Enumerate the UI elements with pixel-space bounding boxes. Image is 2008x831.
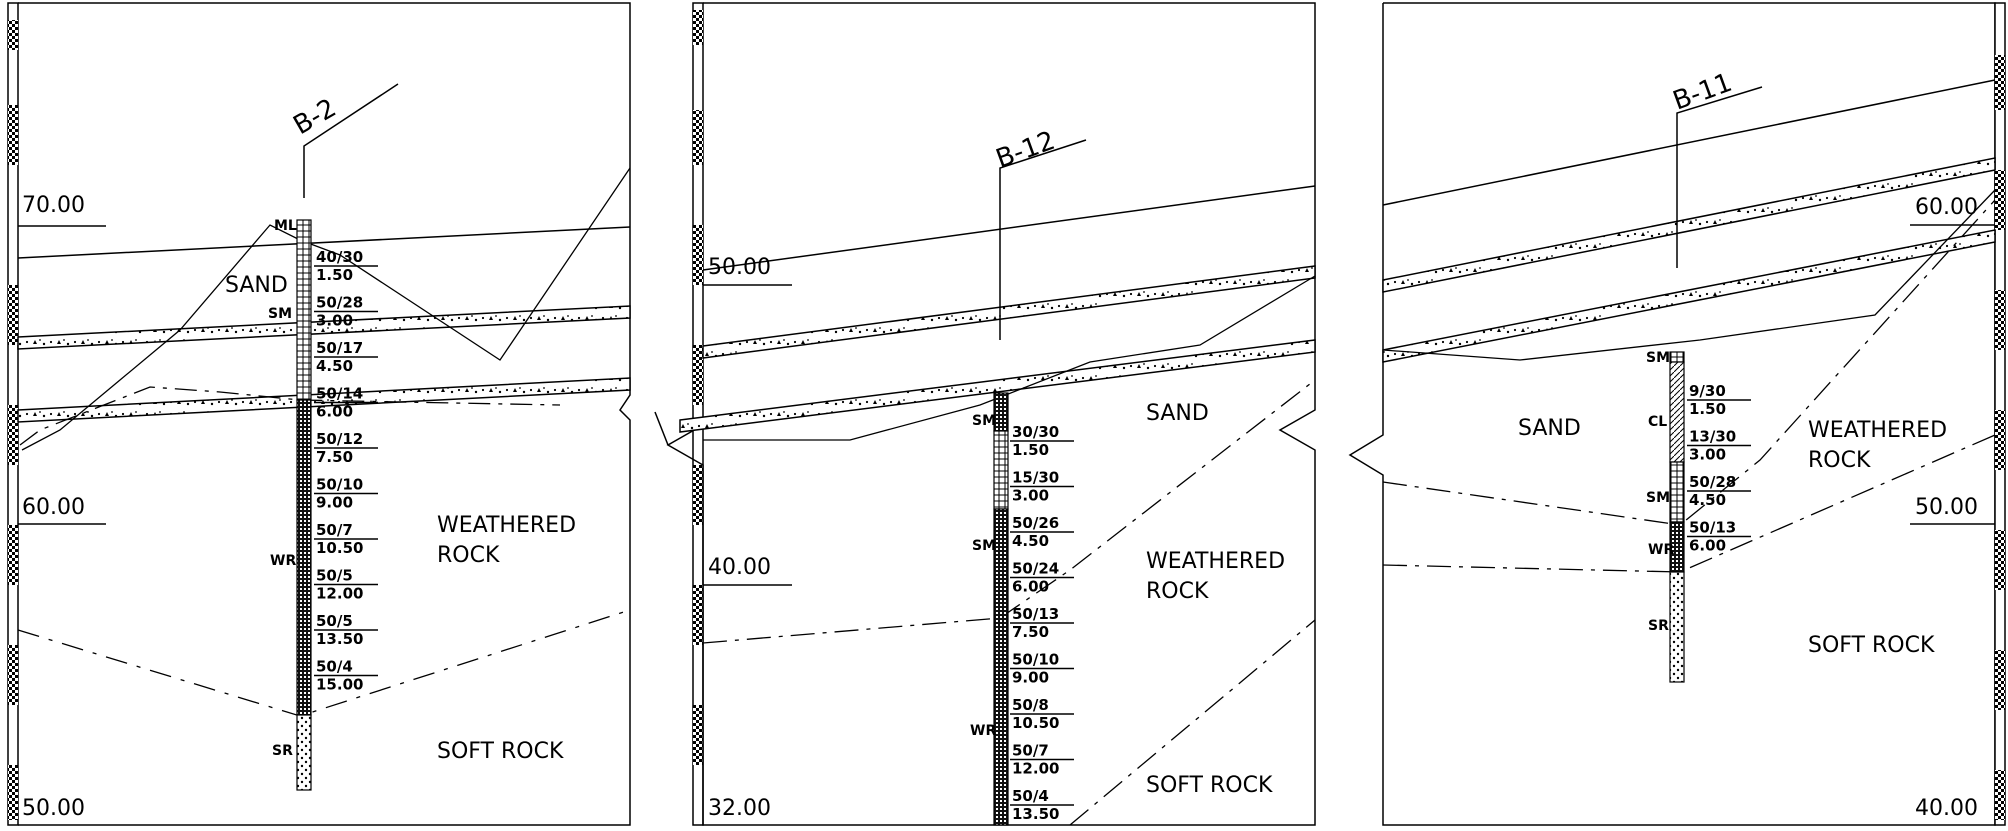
spt-depth: 15.00 bbox=[316, 676, 363, 694]
soil-code: SR bbox=[272, 743, 293, 759]
spt-depth: 1.50 bbox=[1689, 400, 1726, 418]
elevation-label: 32.00 bbox=[708, 796, 771, 821]
borehole-b2[interactable]: B-2 ML SM WR SR 40/301.50 50/283.00 50/174… bbox=[268, 83, 399, 791]
elevation-label: 60.00 bbox=[1915, 195, 1978, 220]
elevation-label: 40.00 bbox=[708, 555, 771, 580]
stratum-label: SOFT ROCK bbox=[1146, 773, 1273, 798]
panel-b12: 50.00 40.00 32.00 bbox=[654, 2, 1316, 826]
gravel-layer bbox=[702, 265, 1316, 359]
spt-depth: 7.50 bbox=[316, 448, 353, 466]
spt-depth: 1.50 bbox=[1012, 441, 1049, 459]
spt-depth: 12.00 bbox=[316, 585, 363, 603]
spt-blow-count: 40/30 bbox=[316, 248, 363, 266]
spt-blow-count: 50/4 bbox=[316, 658, 353, 676]
gravel-layer bbox=[1382, 229, 1996, 363]
soil-code: SM bbox=[1646, 490, 1670, 506]
stratum-label: WEATHERED bbox=[1808, 418, 1947, 443]
soil-code: SR bbox=[1648, 618, 1669, 634]
spt-blow-count: 50/7 bbox=[1012, 742, 1049, 760]
spt-depth: 13.50 bbox=[1012, 805, 1059, 823]
spt-blow-count: 50/24 bbox=[1012, 560, 1059, 578]
gravel-layer bbox=[679, 339, 1316, 433]
spt-depth: 3.00 bbox=[1012, 487, 1049, 505]
spt-blow-count: 50/12 bbox=[316, 430, 363, 448]
spt-list: 30/301.50 15/303.00 50/264.50 50/246.00 50/1… bbox=[1010, 423, 1074, 823]
soil-code: SM bbox=[972, 538, 996, 554]
spt-blow-count: 50/5 bbox=[316, 567, 353, 585]
borehole-label: B-2 bbox=[289, 93, 342, 141]
spt-blow-count: 50/7 bbox=[316, 521, 353, 539]
elevation-label: 70.00 bbox=[22, 193, 85, 218]
stratum-label: SAND bbox=[1146, 401, 1209, 426]
spt-depth: 3.00 bbox=[316, 312, 353, 330]
stratum-label: ROCK bbox=[437, 543, 500, 568]
spt-depth: 9.00 bbox=[1012, 669, 1049, 687]
elevation-label: 60.00 bbox=[22, 495, 85, 520]
stratum-label: WEATHERED bbox=[437, 513, 576, 538]
borehole-b11[interactable]: B-11 SM CL SM WR SR 9/301.50 13/303.00 50/… bbox=[1646, 68, 1763, 683]
spt-blow-count: 30/30 bbox=[1012, 423, 1059, 441]
soil-code: WR bbox=[1648, 542, 1674, 558]
soil-code: SM bbox=[1646, 350, 1670, 366]
spt-depth: 13.50 bbox=[316, 630, 363, 648]
spt-depth: 4.50 bbox=[1012, 532, 1049, 550]
spt-depth: 3.00 bbox=[1689, 446, 1726, 464]
spt-blow-count: 50/8 bbox=[1012, 696, 1049, 714]
spt-blow-count: 50/5 bbox=[316, 612, 353, 630]
spt-depth: 7.50 bbox=[1012, 623, 1049, 641]
soil-code: SM bbox=[972, 413, 996, 429]
spt-blow-count: 50/17 bbox=[316, 339, 363, 357]
borehole-column bbox=[1669, 351, 1685, 363]
spt-depth: 12.00 bbox=[1012, 760, 1059, 778]
elevation-scale-bar bbox=[692, 2, 704, 826]
gravel-layer bbox=[1382, 157, 1996, 293]
panel-b11: 60.00 50.00 40.00 bbox=[1348, 2, 2006, 826]
stratum-label: SAND bbox=[1518, 416, 1581, 441]
spt-blow-count: 50/10 bbox=[1012, 651, 1059, 669]
soil-code: ML bbox=[274, 218, 297, 234]
borehole-column bbox=[993, 392, 1009, 432]
borehole-column bbox=[296, 219, 312, 401]
spt-blow-count: 9/30 bbox=[1689, 382, 1726, 400]
elevation-label: 40.00 bbox=[1915, 796, 1978, 821]
soil-code: CL bbox=[1648, 414, 1667, 430]
stratum-label: SOFT ROCK bbox=[1808, 633, 1935, 658]
borehole-b12[interactable]: B-12 SM SM WR 30/301.5015/303.0050/264.5… bbox=[970, 126, 1087, 826]
spt-depth: 1.50 bbox=[316, 266, 353, 284]
stratum-label: ROCK bbox=[1808, 448, 1871, 473]
soil-code: SM bbox=[268, 306, 292, 322]
borehole-label: B-11 bbox=[1669, 68, 1736, 117]
spt-blow-count: 50/10 bbox=[316, 476, 363, 494]
spt-blow-count: 50/4 bbox=[1012, 787, 1049, 805]
spt-depth: 9.00 bbox=[316, 494, 353, 512]
soil-code: WR bbox=[270, 553, 296, 569]
panel-b2: 70.00 60.00 50.00 bbox=[7, 2, 631, 826]
elevation-label: 50.00 bbox=[22, 796, 85, 821]
spt-blow-count: 50/14 bbox=[316, 385, 363, 403]
gravel-layer bbox=[17, 377, 631, 423]
spt-blow-count: 50/26 bbox=[1012, 514, 1059, 532]
spt-depth: 10.50 bbox=[316, 539, 363, 557]
stratum-label: WEATHERED bbox=[1146, 549, 1285, 574]
spt-blow-count: 15/30 bbox=[1012, 469, 1059, 487]
spt-depth: 10.50 bbox=[1012, 714, 1059, 732]
soil-code: WR bbox=[970, 723, 996, 739]
spt-blow-count: 50/28 bbox=[316, 294, 363, 312]
spt-list: 40/301.50 50/283.00 50/174.50 50/146.00 50/1… bbox=[314, 248, 378, 694]
spt-depth: 6.00 bbox=[1012, 578, 1049, 596]
stratum-label: SAND bbox=[225, 273, 288, 298]
stratum-label: SOFT ROCK bbox=[437, 739, 564, 764]
elevation-label: 50.00 bbox=[1915, 495, 1978, 520]
spt-depth: 4.50 bbox=[316, 357, 353, 375]
spt-list: 9/301.50 13/303.00 50/284.50 50/136.00 bbox=[1687, 382, 1751, 555]
stratum-label: ROCK bbox=[1146, 579, 1209, 604]
spt-blow-count: 50/28 bbox=[1689, 473, 1736, 491]
spt-depth: 4.50 bbox=[1689, 491, 1726, 509]
spt-blow-count: 50/13 bbox=[1689, 519, 1736, 537]
spt-depth: 6.00 bbox=[1689, 537, 1726, 555]
spt-blow-count: 13/30 bbox=[1689, 428, 1736, 446]
spt-blow-count: 50/13 bbox=[1012, 605, 1059, 623]
spt-depth: 6.00 bbox=[316, 403, 353, 421]
